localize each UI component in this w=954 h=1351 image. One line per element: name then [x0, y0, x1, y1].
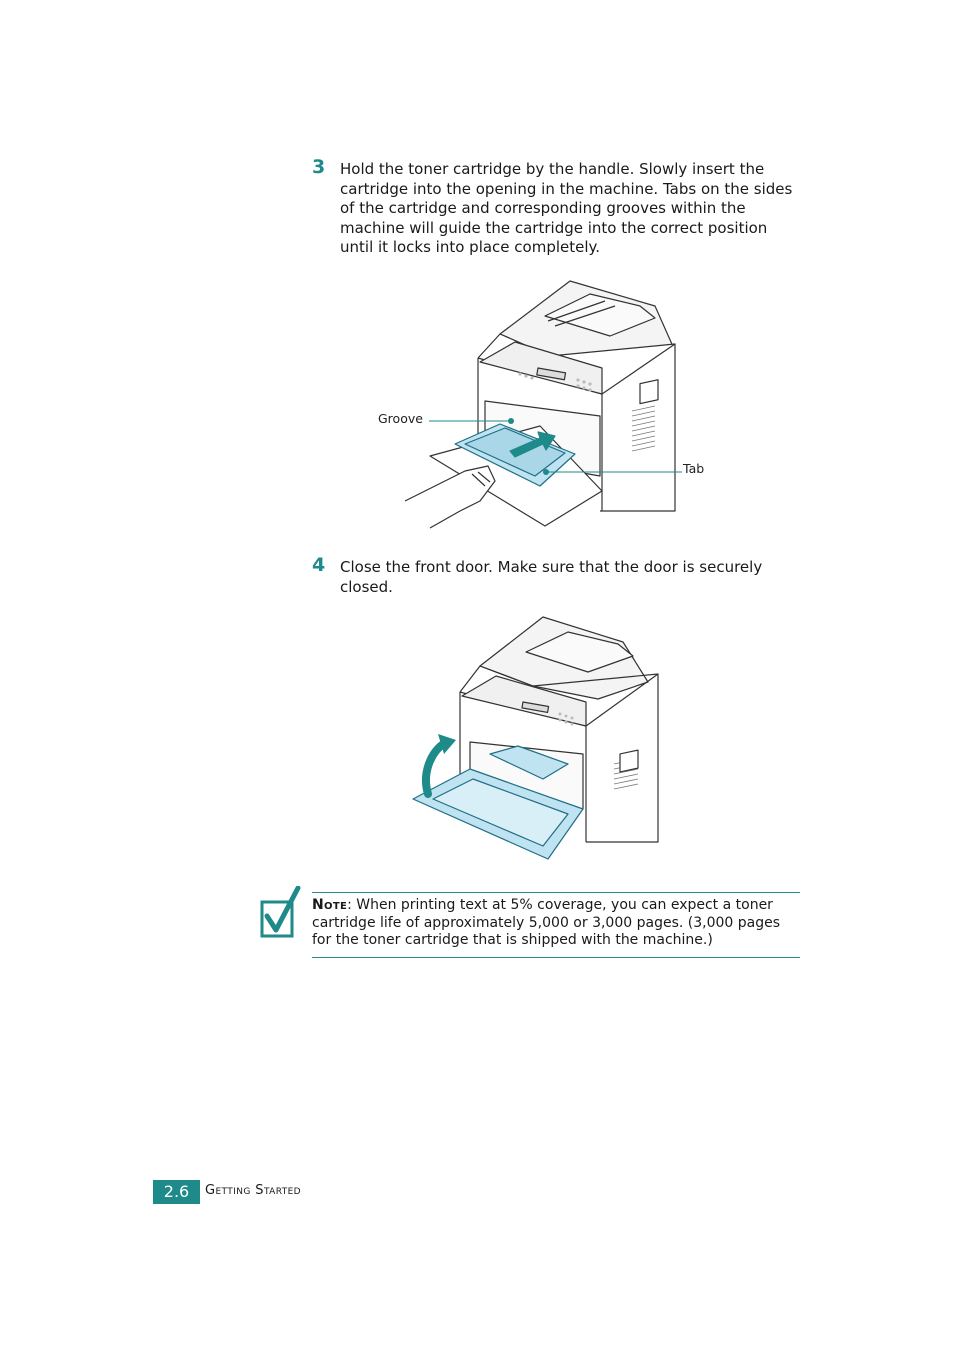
step-number: 3 [312, 156, 326, 178]
note-top-rule [312, 892, 800, 893]
printer-illustration-close [412, 616, 659, 860]
note: Note: When printing text at 5% coverage,… [312, 897, 802, 950]
figure-close-door [408, 614, 664, 866]
printer-illustration-insert [404, 280, 682, 529]
note-label: Note [312, 897, 348, 913]
note-body: : When printing text at 5% coverage, you… [312, 897, 781, 948]
callout-groove: Groove [378, 411, 423, 426]
step-number: 4 [312, 554, 326, 576]
note-check-icon [259, 885, 301, 940]
step-text: Hold the toner cartridge by the handle. … [340, 160, 793, 256]
figure-insert-cartridge: Groove Tab [370, 276, 704, 532]
page-number: 2.6 [153, 1180, 200, 1204]
step-text: Close the front door. Make sure that the… [340, 558, 763, 596]
section-title: Getting Started [205, 1183, 302, 1198]
note-bottom-rule [312, 957, 800, 958]
callout-tab: Tab [683, 461, 705, 476]
